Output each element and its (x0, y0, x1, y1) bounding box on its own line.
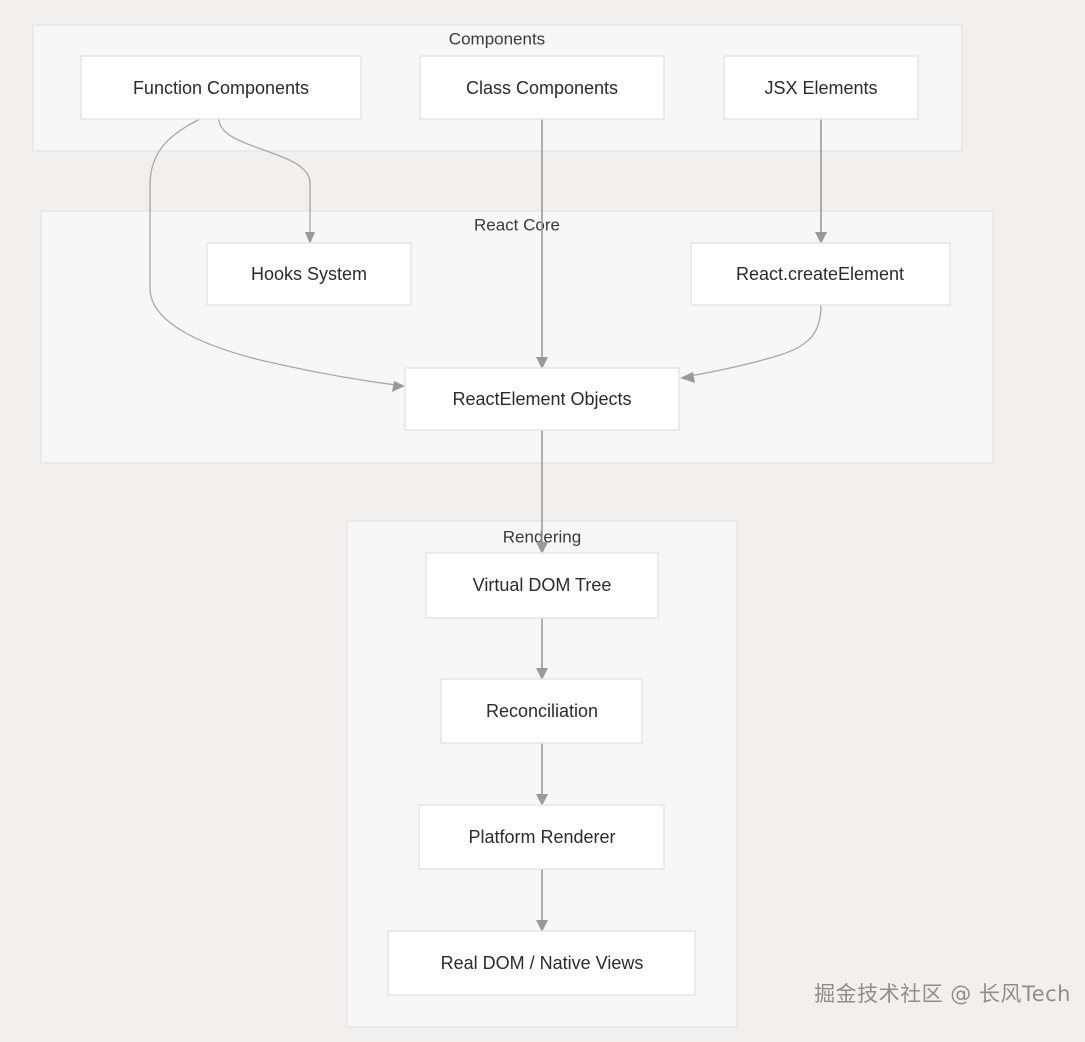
node-virtual-dom-tree-box[interactable] (425, 552, 659, 619)
node-hooks-system[interactable]: Hooks System (206, 242, 412, 306)
node-jsx-elements[interactable]: JSX Elements (723, 55, 919, 120)
node-react-create-element-box[interactable] (690, 242, 951, 306)
node-function-components-box[interactable] (80, 55, 362, 120)
cluster-components-label: Components (449, 29, 545, 48)
cluster-react-core-label: React Core (474, 215, 560, 234)
edge-class-to-element-objects (536, 119, 548, 369)
node-real-dom-native-views-label: Real DOM / Native Views (441, 953, 644, 973)
node-reconciliation-label: Reconciliation (486, 701, 598, 721)
edge-fn-to-element-objects (149, 118, 405, 392)
node-jsx-elements-box[interactable] (723, 55, 919, 120)
node-platform-renderer[interactable]: Platform Renderer (418, 804, 665, 870)
node-reconciliation[interactable]: Reconciliation (440, 678, 643, 744)
edge-reconciliation-to-platform (536, 743, 548, 806)
node-react-element-objects-label: ReactElement Objects (452, 389, 631, 409)
node-reconciliation-box[interactable] (440, 678, 643, 744)
watermark-text: 掘金技术社区 @ 长风Tech (814, 982, 1071, 1006)
node-class-components-box[interactable] (419, 55, 665, 120)
edge-jsx-to-create-element (815, 119, 827, 244)
node-platform-renderer-label: Platform Renderer (468, 827, 615, 847)
node-virtual-dom-tree-label: Virtual DOM Tree (473, 575, 612, 595)
node-react-create-element[interactable]: React.createElement (690, 242, 951, 306)
node-function-components-label: Function Components (133, 78, 309, 98)
node-class-components-label: Class Components (466, 78, 618, 98)
node-function-components[interactable]: Function Components (80, 55, 362, 120)
edge-platform-to-real-dom (536, 869, 548, 932)
node-hooks-system-label: Hooks System (251, 264, 367, 284)
node-real-dom-native-views[interactable]: Real DOM / Native Views (387, 930, 696, 996)
edge-create-element-to-element-objects (680, 304, 822, 383)
node-react-element-objects-box[interactable] (404, 367, 680, 431)
edge-vdom-to-reconciliation (536, 618, 548, 680)
node-platform-renderer-box[interactable] (418, 804, 665, 870)
node-class-components[interactable]: Class Components (419, 55, 665, 120)
node-hooks-system-box[interactable] (206, 242, 412, 306)
node-react-create-element-label: React.createElement (736, 264, 904, 284)
edge-fn-to-hooks (218, 118, 315, 244)
edge-element-objects-to-vdom (536, 430, 548, 554)
node-virtual-dom-tree[interactable]: Virtual DOM Tree (425, 552, 659, 619)
node-real-dom-native-views-box[interactable] (387, 930, 696, 996)
node-jsx-elements-label: JSX Elements (764, 78, 877, 98)
node-react-element-objects[interactable]: ReactElement Objects (404, 367, 680, 431)
